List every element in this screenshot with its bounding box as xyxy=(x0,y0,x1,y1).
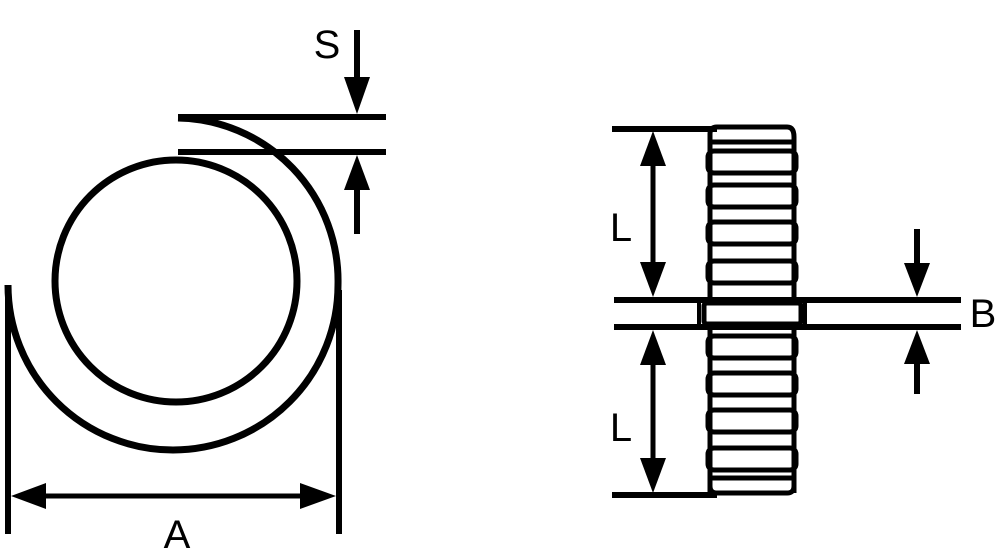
side-view: L L B xyxy=(610,124,997,498)
l-lower-label: L xyxy=(610,406,632,450)
coil-upper-4 xyxy=(705,258,799,286)
b-arrow-bottom-head xyxy=(904,330,930,364)
l-upper-arrow-bottom xyxy=(640,262,666,297)
l-lower-arrow-bottom xyxy=(640,458,666,493)
top-view: S A xyxy=(4,23,386,550)
l-upper-arrow-top xyxy=(640,131,666,166)
coil-lower-1 xyxy=(705,333,799,361)
coil-cap-bottom xyxy=(707,475,797,496)
s-arrow-bottom-head xyxy=(344,155,370,190)
coil-lower-3 xyxy=(705,407,799,435)
l-lower-arrow-top xyxy=(640,330,666,365)
a-label: A xyxy=(164,513,191,550)
s-label: S xyxy=(314,23,341,67)
coil-lower-4 xyxy=(705,445,799,473)
coil-upper-2 xyxy=(705,182,799,210)
a-arrow-right-head xyxy=(300,483,336,509)
b-arrow-top-head xyxy=(904,263,930,297)
a-arrow-left-head xyxy=(11,483,46,509)
outer-coil xyxy=(4,114,342,454)
l-upper-label: L xyxy=(610,206,632,250)
coil-lower-2 xyxy=(705,370,799,398)
coil-upper-3 xyxy=(705,219,799,247)
inner-coil xyxy=(51,156,301,406)
coil-upper-1 xyxy=(705,148,799,176)
center-coil xyxy=(701,300,804,327)
b-label: B xyxy=(970,292,997,336)
coil-cap-top xyxy=(707,124,797,145)
s-arrow-top-head xyxy=(344,77,370,114)
